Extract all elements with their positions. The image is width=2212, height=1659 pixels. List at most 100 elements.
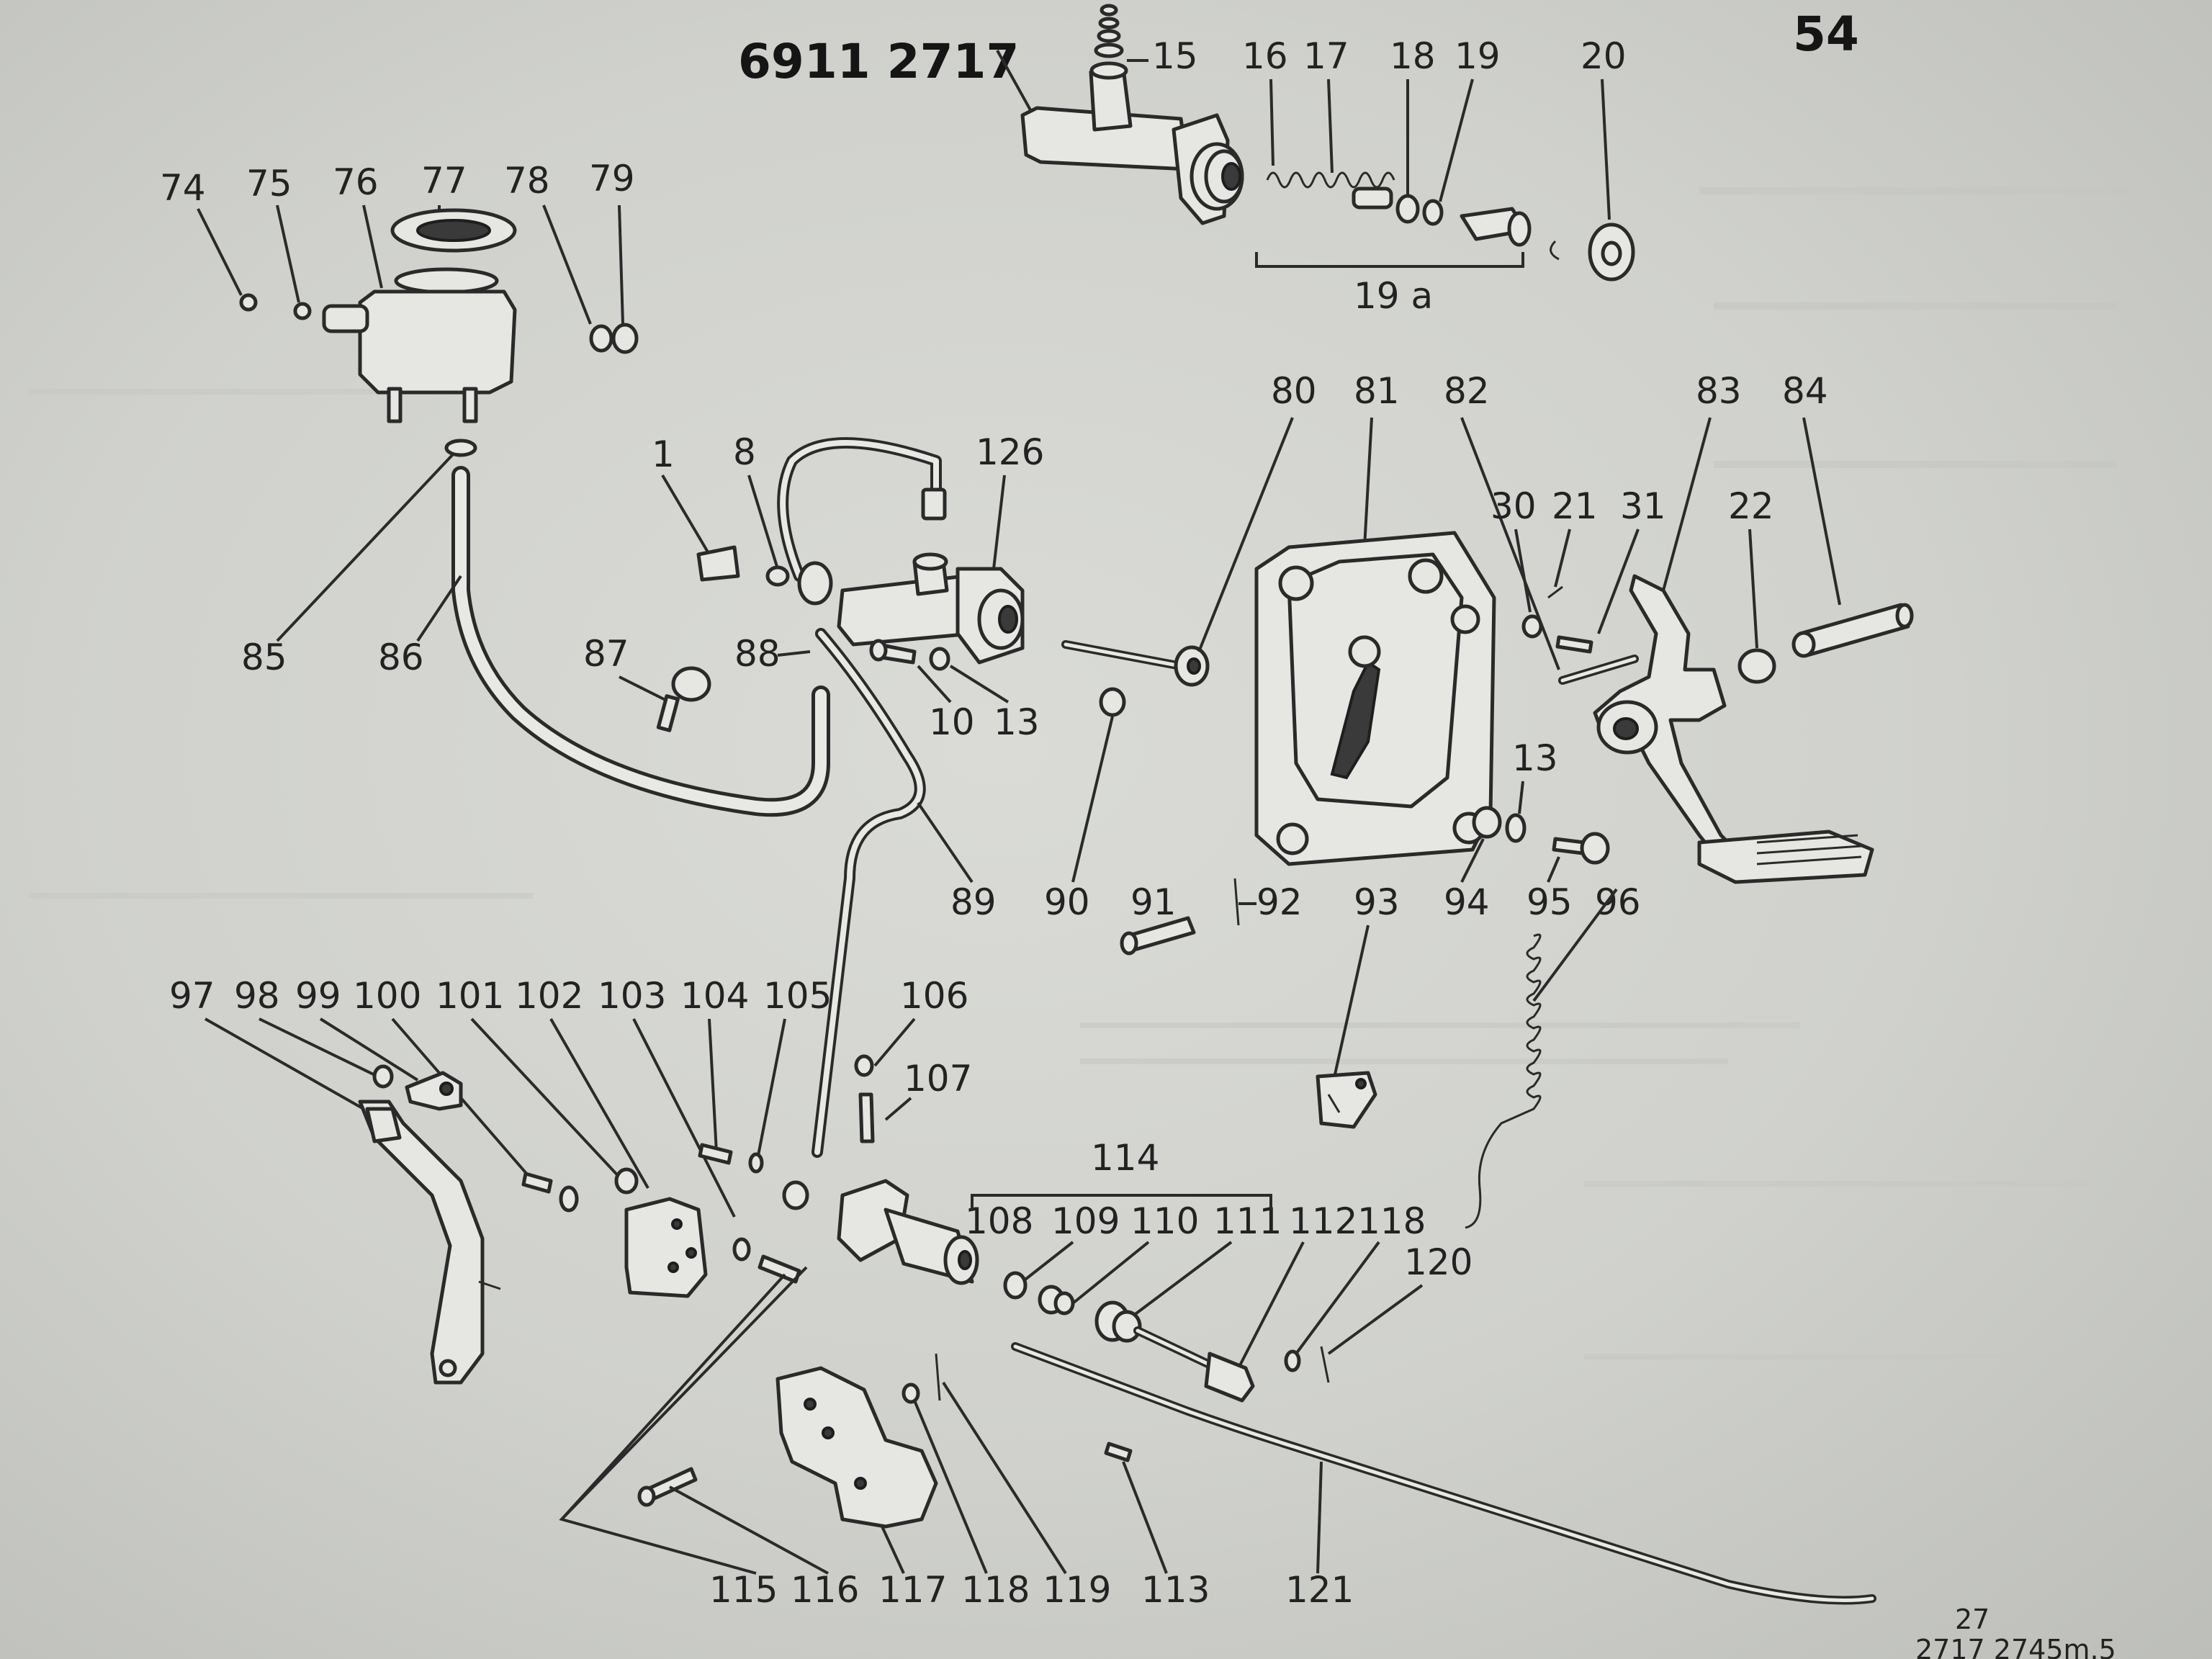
callout-117: 117 (878, 1569, 947, 1611)
bleed-nipple-106-107 (854, 1054, 875, 1143)
leaders-94-96 (1460, 838, 1618, 1002)
callout-102: 102 (515, 975, 583, 1017)
callout-30: 30 (1491, 485, 1537, 527)
callout-21: 21 (1552, 485, 1598, 527)
callout-19a: 19 a (1354, 275, 1433, 317)
bolts-10-13 (869, 639, 950, 671)
callout-100: 100 (353, 975, 421, 1017)
washer-94 (1472, 806, 1502, 839)
leaders-30-22 (1514, 529, 1758, 649)
reservoir-cap-stack (1094, 4, 1124, 58)
callout-22: 22 (1728, 485, 1774, 527)
callout-76: 76 (333, 161, 379, 203)
push-rod-80 (1061, 640, 1210, 717)
callout-8: 8 (733, 431, 756, 473)
callout-19: 19 (1455, 35, 1501, 77)
callout-116: 116 (791, 1569, 859, 1611)
leaders-108-120 (1021, 1241, 1424, 1369)
leader-part-number (996, 50, 1035, 116)
callout-84: 84 (1782, 370, 1828, 412)
reservoir-tank (239, 208, 639, 423)
leaders-1-8-126 (661, 474, 1006, 570)
callout-10: 10 (929, 701, 975, 743)
callout-98: 98 (234, 975, 280, 1017)
clutch-pedal-83 (1593, 574, 1874, 884)
callout-75: 75 (246, 163, 292, 204)
piston-parts-109-112 (1003, 1271, 1330, 1403)
callout-95: 95 (1527, 881, 1573, 923)
callout-109: 109 (1051, 1200, 1120, 1242)
callout-18: 18 (1390, 35, 1436, 77)
part-number-title: 6911 2717 (738, 34, 1019, 89)
leaders-80-84 (1197, 417, 1841, 670)
hose-clip (444, 439, 477, 457)
callout-87: 87 (583, 633, 629, 675)
callout-13a: 13 (994, 701, 1040, 743)
callout-79: 79 (589, 158, 635, 199)
callout-97: 97 (169, 975, 215, 1017)
callout-13b: 13 (1512, 737, 1558, 779)
callout-115: 115 (709, 1569, 778, 1611)
callout-31: 31 (1620, 485, 1666, 527)
callout-105: 105 (763, 975, 832, 1017)
callout-15: 15 (1152, 35, 1198, 77)
split-pin-92 (1233, 878, 1240, 926)
callout-103: 103 (598, 975, 666, 1017)
leaders-90-93 (1071, 716, 1370, 1088)
callout-121: 121 (1285, 1569, 1354, 1611)
callout-89: 89 (950, 881, 997, 923)
callout-81: 81 (1354, 370, 1400, 412)
callout-107: 107 (904, 1058, 972, 1100)
callout-86: 86 (378, 637, 424, 678)
footer-page-number: 27 (1955, 1604, 1990, 1635)
leaders-10-13 (917, 665, 1010, 703)
callout-114: 114 (1091, 1137, 1159, 1179)
page-number: 54 (1793, 6, 1859, 62)
callout-93: 93 (1354, 881, 1400, 923)
clutch-master-cylinder (696, 437, 1025, 665)
callout-96: 96 (1595, 881, 1641, 923)
callout-16: 16 (1242, 35, 1288, 77)
bolt-95 (1552, 832, 1610, 865)
callout-101: 101 (436, 975, 504, 1017)
bracket-114 (971, 1194, 1272, 1210)
callout-80: 80 (1271, 370, 1317, 412)
callout-85: 85 (241, 637, 287, 678)
callout-17: 17 (1303, 35, 1349, 77)
pedal-bracket-81 (1254, 531, 1496, 866)
leaders-87-88 (619, 650, 811, 703)
master-cylinder-top (1020, 61, 1244, 225)
adjuster-98-100 (372, 1064, 463, 1111)
pin-91 (1120, 916, 1196, 956)
piston-spring-set (1266, 171, 1635, 282)
bracket-93 (1316, 1071, 1377, 1129)
bracket-117 (775, 1366, 938, 1529)
pedal-hardware (1521, 585, 1914, 685)
callout-110: 110 (1130, 1200, 1199, 1242)
pin-118-119 (902, 1353, 1133, 1462)
callout-20: 20 (1581, 35, 1627, 77)
mount-bracket-103 (624, 1197, 708, 1298)
callout-82: 82 (1444, 370, 1490, 412)
leader-89 (917, 801, 974, 884)
washer-13 (1505, 813, 1527, 843)
callout-108: 108 (965, 1200, 1033, 1242)
callout-112: 112 (1289, 1200, 1357, 1242)
return-spring-96 (1465, 933, 1542, 1229)
leaders-97-107 (204, 1017, 916, 1218)
leaders-16-20 (1269, 78, 1611, 220)
callout-1: 1 (652, 433, 675, 475)
callout-120: 120 (1404, 1241, 1473, 1283)
callout-91: 91 (1130, 881, 1177, 923)
callout-90: 90 (1044, 881, 1090, 923)
slave-cylinder-108 (782, 1179, 979, 1285)
callout-94: 94 (1444, 881, 1490, 923)
callout-83: 83 (1696, 370, 1742, 412)
pin-115-116 (637, 1467, 698, 1507)
callout-119: 119 (1043, 1569, 1111, 1611)
callout-106: 106 (900, 975, 968, 1017)
release-lever-97 (358, 1100, 501, 1385)
bleed-through-text (29, 187, 2131, 1359)
